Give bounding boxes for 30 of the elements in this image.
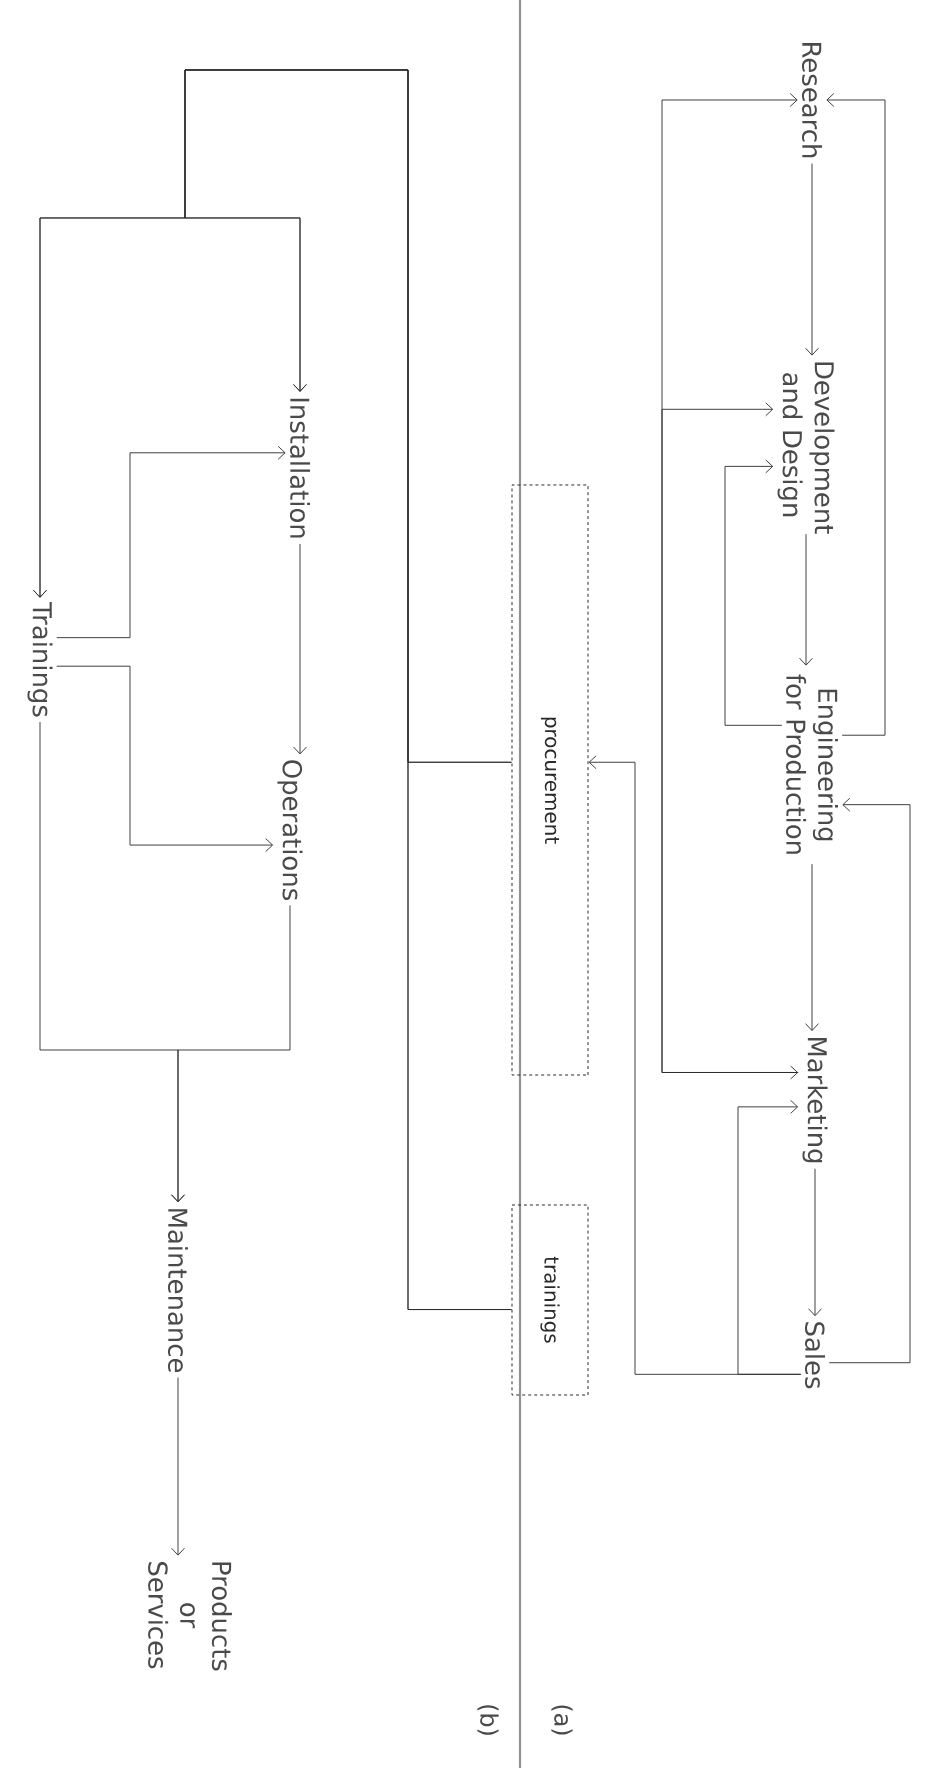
arrow <box>828 797 911 1364</box>
arrow <box>805 163 819 356</box>
arrow <box>805 863 819 1032</box>
arrow <box>56 665 274 852</box>
arrow <box>56 445 286 639</box>
step-label: Trainings <box>27 602 53 717</box>
dashed-box: trainings <box>511 1204 589 1396</box>
step-label: Installation <box>290 398 311 538</box>
arrow <box>39 721 185 1203</box>
step-label: Engineering for Production <box>786 674 838 854</box>
step-label: Maintenance <box>168 1209 189 1373</box>
arrow <box>661 93 799 1080</box>
arrow <box>799 533 813 666</box>
step-label: Development and Design <box>777 362 835 534</box>
dashed-box: procurement <box>511 484 589 1076</box>
step-label: Operations <box>277 760 303 900</box>
arrow <box>724 459 783 726</box>
arrow <box>826 93 886 736</box>
arrow <box>661 402 799 1073</box>
step-label: Sales <box>805 1322 826 1389</box>
panel-label: (b) <box>477 1705 499 1735</box>
arrow <box>588 755 802 1375</box>
panel-label: (a) <box>551 1705 573 1735</box>
arrow <box>33 69 512 1310</box>
step-label: Marketing <box>802 1038 828 1163</box>
arrow <box>293 543 307 755</box>
arrow <box>171 1377 185 1556</box>
step-label: Research <box>802 43 823 158</box>
arrow <box>808 1168 822 1317</box>
step-label: Products or Services <box>148 1562 232 1671</box>
